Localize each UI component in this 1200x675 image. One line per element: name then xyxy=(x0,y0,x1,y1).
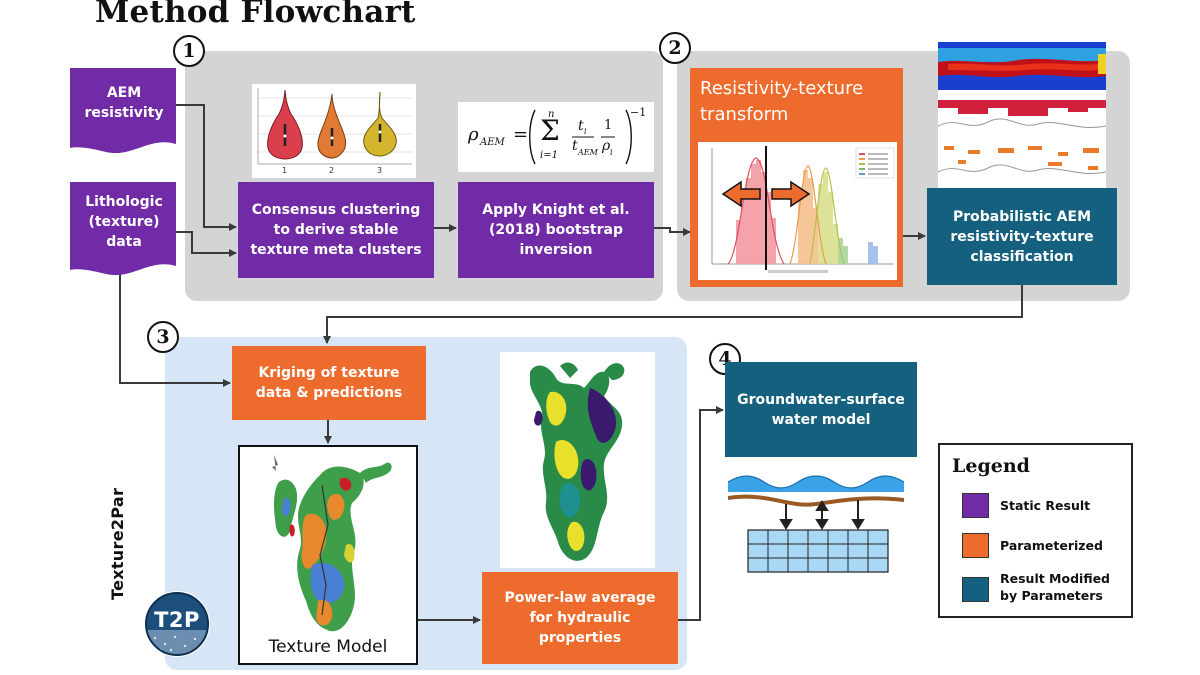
legend: Legend Static Result Parameterized Resul… xyxy=(938,443,1133,618)
transform-title: Resistivity-texture transform xyxy=(700,78,864,125)
violin-tick-2: 2 xyxy=(329,166,335,175)
transform-box: Resistivity-texture transform xyxy=(690,68,903,287)
legend-label-modified: Result Modified by Parameters xyxy=(1000,571,1111,603)
eq-den2-sub: i xyxy=(610,148,613,157)
groundwater-surface-water-box: Groundwater-surface water model xyxy=(725,362,917,457)
aem-resistivity-doc xyxy=(70,68,176,154)
step-2-badge: 2 xyxy=(659,32,691,64)
hydraulic-property-map xyxy=(500,352,655,568)
eq-lhs: ρ xyxy=(468,124,479,145)
kriging-box: Kriging of texture data & predictions xyxy=(232,346,426,420)
consensus-clustering-box: Consensus clustering to derive stable te… xyxy=(238,182,434,278)
legend-swatch-parameterized xyxy=(962,533,989,558)
t2p-logo-text: T2P xyxy=(154,608,200,632)
knight-inversion-box: Apply Knight et al. (2018) bootstrap inv… xyxy=(458,182,654,278)
eq-num2: 1 xyxy=(604,118,613,133)
arrow-probabilistic-to-kriging xyxy=(323,285,1023,344)
eq-sum-bottom: i=1 xyxy=(540,150,558,161)
legend-title: Legend xyxy=(952,455,1030,477)
legend-label-parameterized: Parameterized xyxy=(1000,538,1103,553)
aem-resistivity-label: AEM resistivity xyxy=(84,85,164,121)
violin-plot-figure: 1 2 3 xyxy=(252,84,416,178)
texture-model-map xyxy=(272,455,392,632)
eq-den-sub: AEM xyxy=(578,148,598,157)
legend-swatch-modified xyxy=(962,577,989,602)
legend-swatch-static xyxy=(962,493,989,518)
arrow-right-icon xyxy=(771,180,811,208)
eq-equals: = xyxy=(513,124,529,145)
violin-tick-3: 3 xyxy=(377,166,383,175)
eq-den2: ρ xyxy=(602,138,611,154)
groundwater-model-illustration xyxy=(727,475,905,573)
t2p-logo xyxy=(144,591,210,657)
legend-label-static: Static Result xyxy=(1000,498,1091,513)
eq-den: t xyxy=(572,138,578,154)
step-1-badge: 1 xyxy=(173,35,205,67)
eq-sigma: Σ xyxy=(540,114,560,147)
texture2par-label: Texture2Par xyxy=(108,487,127,600)
inversion-equation: ρ AEM = n Σ i=1 t i t AEM 1 ρ i −1 xyxy=(458,102,654,172)
lithologic-data-label: Lithologic (texture) data xyxy=(85,194,163,250)
step-3-badge: 3 xyxy=(147,321,179,353)
probabilistic-classification-box: Probabilistic AEM resistivity-texture cl… xyxy=(927,188,1117,285)
arrow-powerlaw-to-gsw xyxy=(678,406,724,621)
eq-exp: −1 xyxy=(630,106,647,119)
lithologic-data-doc xyxy=(70,182,176,276)
texture-model-label: Texture Model xyxy=(268,637,388,657)
resistivity-section-images xyxy=(938,42,1106,188)
eq-num: t xyxy=(578,118,584,134)
texture-model-frame: Texture Model xyxy=(238,445,418,665)
page-title: Method Flowchart xyxy=(95,0,416,30)
violin-tick-1: 1 xyxy=(282,166,288,175)
eq-sum-top: n xyxy=(548,109,555,120)
arrow-knight-to-transform xyxy=(654,227,691,236)
eq-parens xyxy=(529,109,632,165)
arrow-left-icon xyxy=(721,180,761,208)
arrow-litho-to-consensus xyxy=(176,231,237,257)
histogram-figure xyxy=(698,142,897,280)
arrow-aem-to-consensus xyxy=(176,104,237,231)
eq-num-sub: i xyxy=(584,127,587,136)
arrow-litho-to-kriging xyxy=(119,272,231,387)
eq-lhs-sub: AEM xyxy=(480,137,505,148)
power-law-box: Power-law average for hydraulic properti… xyxy=(482,572,678,664)
